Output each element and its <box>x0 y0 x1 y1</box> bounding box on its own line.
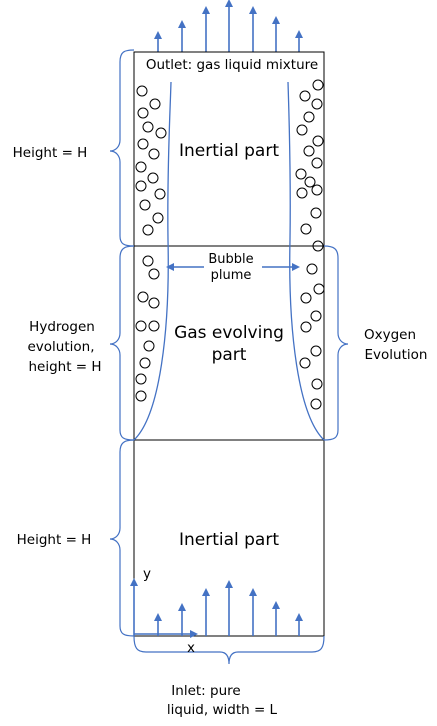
bottom-section-title: Inertial part <box>179 530 279 550</box>
bubble <box>311 378 323 390</box>
bubble <box>311 157 323 169</box>
top-height-label: Height = H <box>13 145 88 161</box>
inlet-flow-arrows <box>154 580 303 636</box>
hydrogen-bubbles <box>135 85 167 402</box>
bubble <box>135 390 147 402</box>
bubble <box>304 176 316 188</box>
inlet-label-line1: Inlet: pure <box>171 683 240 699</box>
bubble <box>148 297 160 309</box>
bubble <box>300 321 312 333</box>
top-section-title: Inertial part <box>179 141 279 161</box>
right-plume-boundary <box>287 81 325 441</box>
plume-label-line1: Bubble <box>208 252 253 267</box>
left-plume-boundary <box>133 81 172 441</box>
bubble <box>142 121 154 133</box>
x-axis-label: x <box>187 640 195 656</box>
plume-label-line2: plume <box>211 268 252 283</box>
bubble <box>303 111 315 123</box>
bubble <box>299 90 311 102</box>
bubble <box>139 357 151 369</box>
bubble <box>149 98 161 110</box>
y-axis-label: y <box>143 566 151 582</box>
inlet-width-brace <box>133 635 325 665</box>
bubble <box>147 172 159 184</box>
bubble <box>148 268 160 280</box>
bubble <box>296 187 308 199</box>
bubble <box>142 224 154 236</box>
bubble <box>152 212 164 224</box>
hydrogen-label-line1: Hydrogen <box>29 319 95 335</box>
bubble <box>154 188 166 200</box>
top-height-brace <box>109 49 135 247</box>
outlet-label: Outlet: gas liquid mixture <box>146 57 318 73</box>
oxygen-label-line1: Oxygen <box>364 327 416 343</box>
bubble <box>299 357 311 369</box>
bubble <box>306 263 318 275</box>
hydrogen-label-line2: evolution, <box>27 339 94 355</box>
oxygen-label-line2: Evolution <box>365 347 428 363</box>
middle-title-line2: part <box>212 345 247 365</box>
inlet-label-line2: liquid, width = L <box>167 702 278 718</box>
bubble <box>142 255 154 267</box>
bubble <box>312 79 324 91</box>
bubble <box>148 148 160 160</box>
bubble <box>295 168 307 180</box>
bubble <box>137 138 149 150</box>
bubble <box>148 320 160 332</box>
bottom-height-label: Height = H <box>17 532 92 548</box>
bubble <box>300 292 312 304</box>
outlet-flow-arrows <box>154 0 303 52</box>
middle-title-line1: Gas evolving <box>174 323 284 343</box>
bubble <box>135 161 147 173</box>
bubble <box>312 135 324 147</box>
bubble <box>303 145 315 157</box>
bubble <box>139 199 151 211</box>
bubble <box>137 291 149 303</box>
bottom-height-brace <box>109 439 135 637</box>
bubble <box>310 345 322 357</box>
bubble <box>300 223 312 235</box>
bubble <box>137 107 149 119</box>
bubble <box>135 373 147 385</box>
bubble <box>312 240 324 252</box>
middle-right-brace <box>323 245 349 441</box>
bubble <box>136 85 148 97</box>
bubble <box>135 320 147 332</box>
bubble <box>310 207 322 219</box>
bubble <box>311 98 323 110</box>
bubble <box>311 184 323 196</box>
bubble <box>135 180 147 192</box>
bubble <box>310 398 322 410</box>
hydrogen-label-line3: height = H <box>28 359 101 375</box>
bubble <box>155 127 167 139</box>
bubble <box>310 310 322 322</box>
middle-left-brace <box>109 245 135 441</box>
bubble <box>313 283 325 295</box>
bubble <box>296 124 308 136</box>
oxygen-bubbles <box>295 79 325 410</box>
bubble <box>143 340 155 352</box>
